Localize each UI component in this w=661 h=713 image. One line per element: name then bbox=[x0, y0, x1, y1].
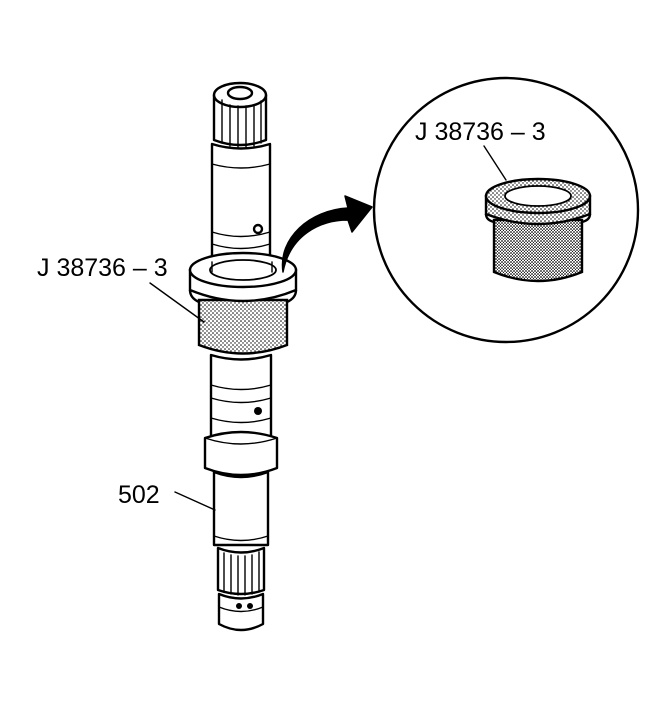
shaft-lower-spline bbox=[216, 546, 266, 596]
shaft-collar bbox=[203, 430, 279, 477]
callout-arrow bbox=[281, 195, 373, 273]
shaft-upper-journal bbox=[210, 142, 272, 262]
output-shaft bbox=[188, 81, 298, 632]
shaft-lower-journal bbox=[212, 470, 270, 547]
label-tool-detail: J 38736 – 3 bbox=[415, 118, 546, 146]
shaft-middle-section bbox=[209, 353, 273, 442]
bushing-tool-on-shaft bbox=[188, 251, 298, 355]
label-tool-on-shaft: J 38736 – 3 bbox=[37, 254, 168, 282]
leader-line-shaft bbox=[174, 491, 216, 511]
bushing-tool-detail bbox=[484, 177, 592, 283]
label-shaft-502: 502 bbox=[118, 481, 160, 509]
shaft-bottom-end bbox=[217, 592, 265, 632]
leader-line-tool-on-shaft bbox=[149, 282, 205, 323]
detail-view bbox=[372, 76, 640, 344]
leader-line-tool-detail bbox=[483, 145, 507, 181]
shaft-top-spline bbox=[212, 81, 268, 148]
